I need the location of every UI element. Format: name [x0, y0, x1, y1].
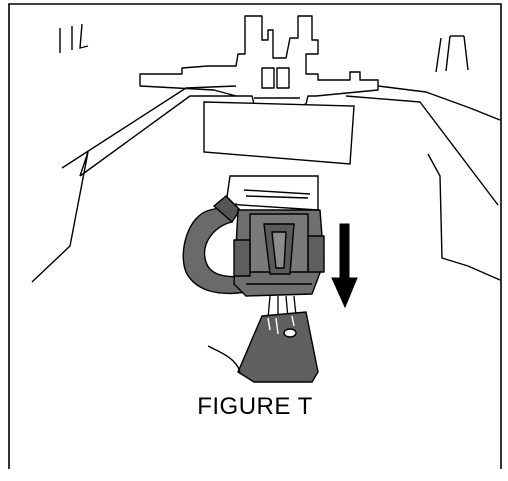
figure-border	[8, 3, 502, 469]
housing-outline	[31, 85, 501, 283]
arrow-down-icon	[331, 223, 358, 309]
bracket-mark-left	[59, 23, 89, 53]
mounting-bracket	[139, 15, 379, 107]
wire-harness-lower	[237, 311, 319, 383]
connector-mount	[225, 175, 319, 211]
housing-bottom-lines	[207, 345, 241, 373]
housing-block	[203, 101, 355, 165]
electrical-connector	[233, 209, 325, 297]
figure-caption: FIGURE T	[197, 393, 313, 420]
bracket-mark-right	[435, 35, 469, 73]
